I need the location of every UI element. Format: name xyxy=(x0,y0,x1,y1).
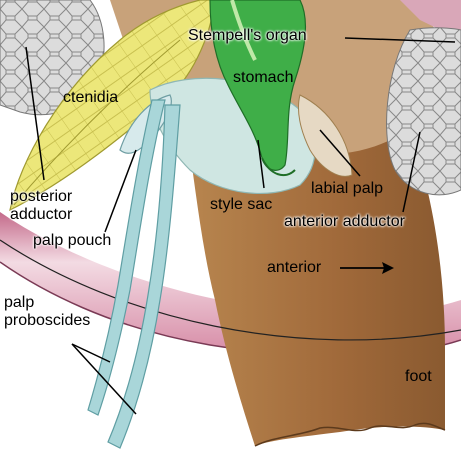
label-labial-palp: labial palp xyxy=(311,180,383,198)
label-anterior: anterior xyxy=(267,259,321,277)
label-palp-proboscides-line2: proboscides xyxy=(4,312,90,330)
label-ctenidia: ctenidia xyxy=(63,89,118,107)
label-palp-pouch: palp pouch xyxy=(33,232,111,250)
label-anterior-adductor: anterior adductor xyxy=(284,213,405,231)
label-posterior-adductor-line1: posterior xyxy=(10,188,72,206)
label-stomach: stomach xyxy=(233,69,293,87)
label-stempells-organ: Stempell's organ xyxy=(188,27,307,45)
label-style-sac: style sac xyxy=(210,196,272,214)
label-palp-proboscides: palp proboscides xyxy=(4,294,90,330)
label-posterior-adductor-line2: adductor xyxy=(10,206,72,224)
label-foot: foot xyxy=(405,368,432,386)
label-palp-proboscides-line1: palp xyxy=(4,294,90,312)
label-posterior-adductor: posterior adductor xyxy=(10,188,72,224)
